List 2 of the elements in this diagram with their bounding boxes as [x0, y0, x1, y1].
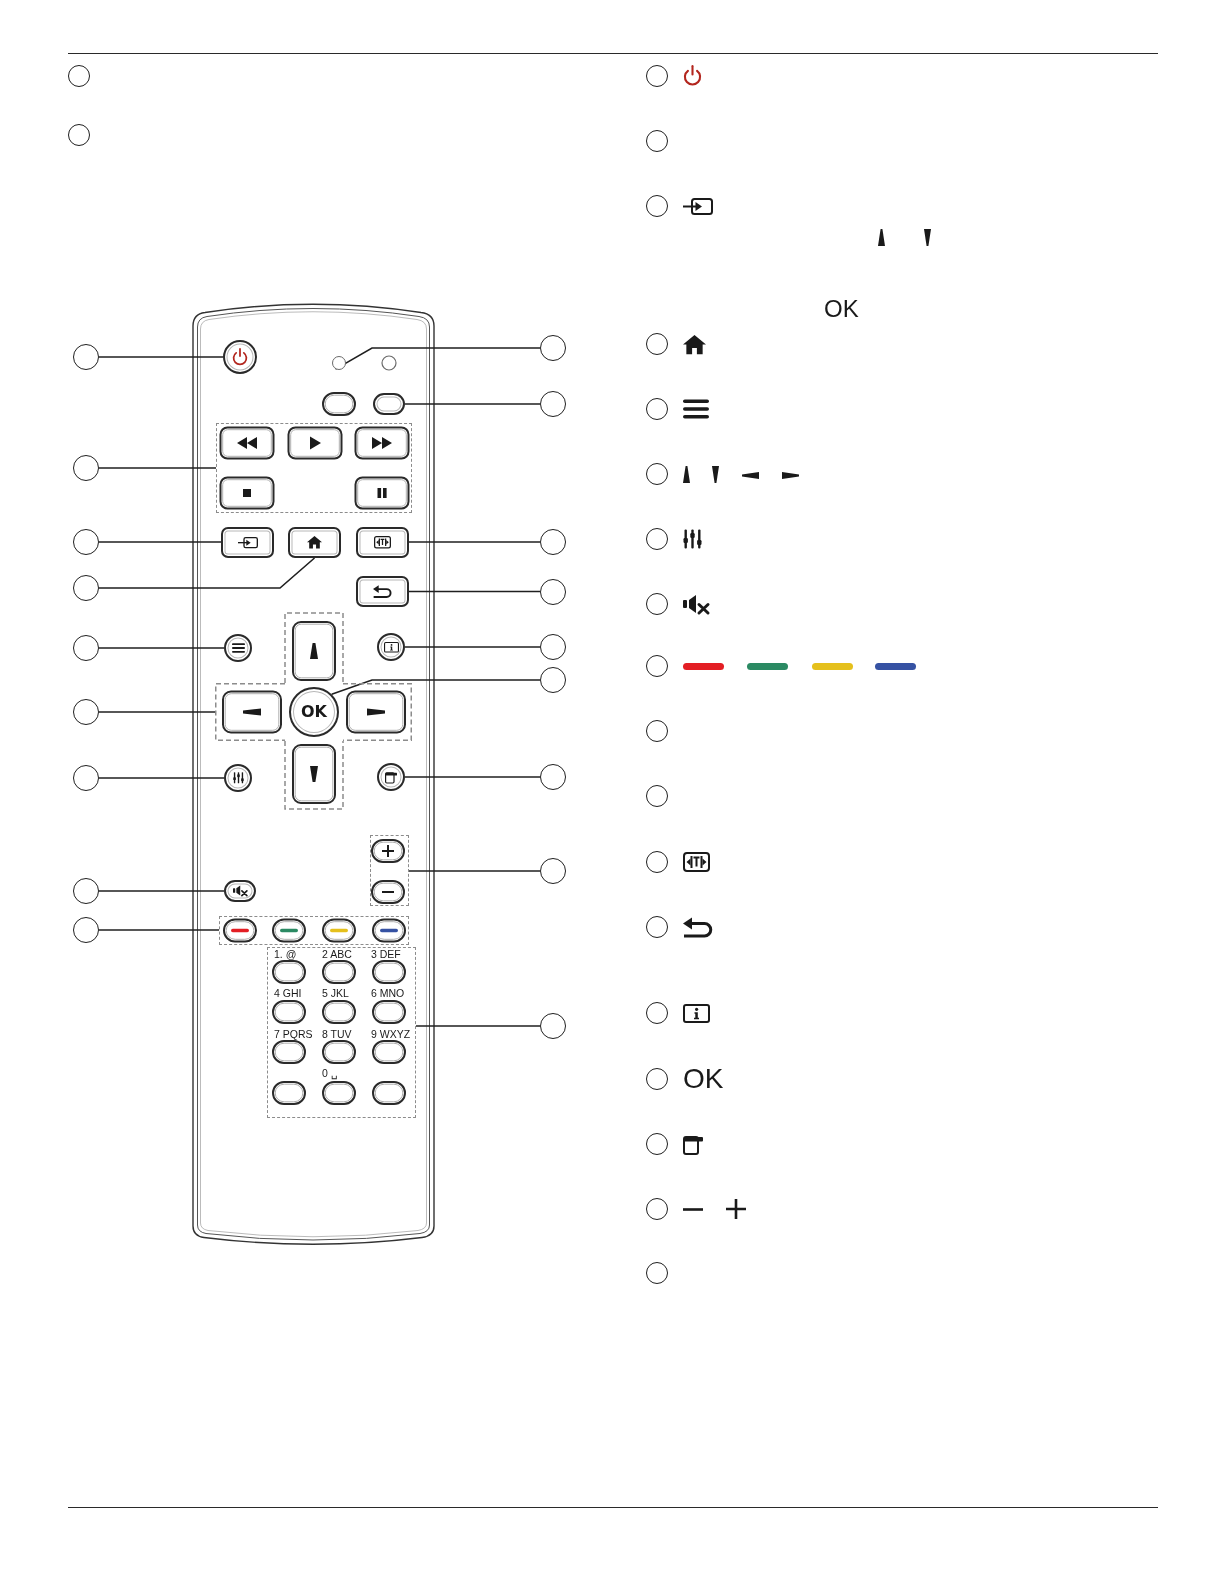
symbol-label: OK — [683, 1064, 724, 1095]
inline-symbol-text: OK — [824, 295, 859, 323]
